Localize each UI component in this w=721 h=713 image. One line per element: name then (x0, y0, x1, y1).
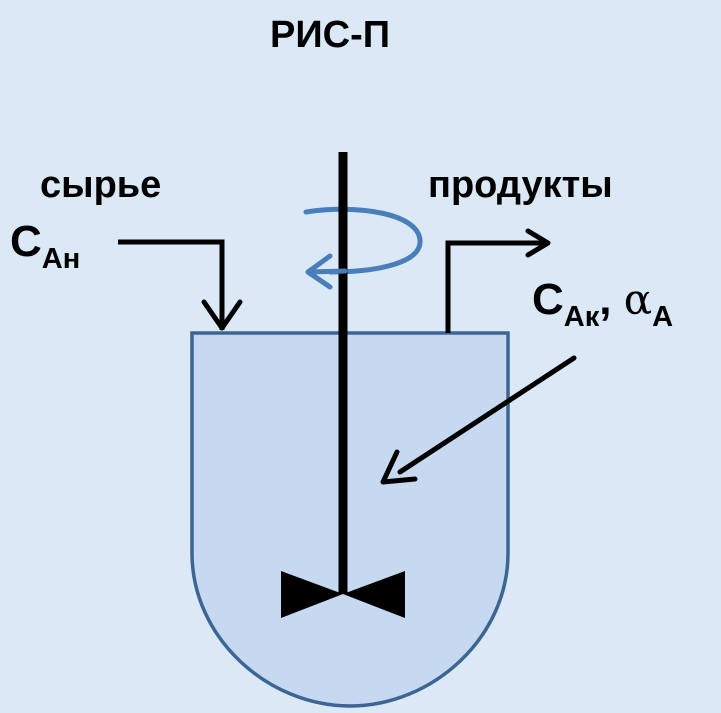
outlet-concentration-subscript: Ак (563, 301, 600, 333)
impeller-blade-right (343, 571, 405, 618)
conversion-alpha-subscript: А (652, 301, 674, 333)
concentration-pointer-line (397, 355, 577, 475)
outlet-concentration-symbol: C (532, 275, 564, 324)
inlet-concentration-label: CАн (10, 217, 80, 274)
rotation-arrow-front (306, 268, 348, 275)
concentration-pointer-arrowhead (380, 449, 418, 485)
diagram-title: РИС-П (270, 14, 391, 56)
feed-inlet-line (118, 239, 225, 330)
rotation-arrow-back (303, 206, 423, 275)
conversion-alpha-symbol: α (623, 275, 653, 324)
outlet-separator: , (599, 275, 612, 324)
product-outlet-line (445, 240, 547, 333)
product-arrowhead (525, 228, 551, 258)
feed-label: сырье (40, 164, 162, 206)
feed-arrowhead (201, 299, 243, 331)
inlet-concentration-subscript: Ан (41, 243, 81, 275)
outlet-concentration-label: CАк, αА (532, 275, 673, 332)
impeller-blade-left (281, 571, 343, 618)
reactor-vessel (190, 331, 510, 708)
inlet-concentration-symbol: C (10, 217, 42, 266)
products-label: продукты (428, 164, 613, 206)
